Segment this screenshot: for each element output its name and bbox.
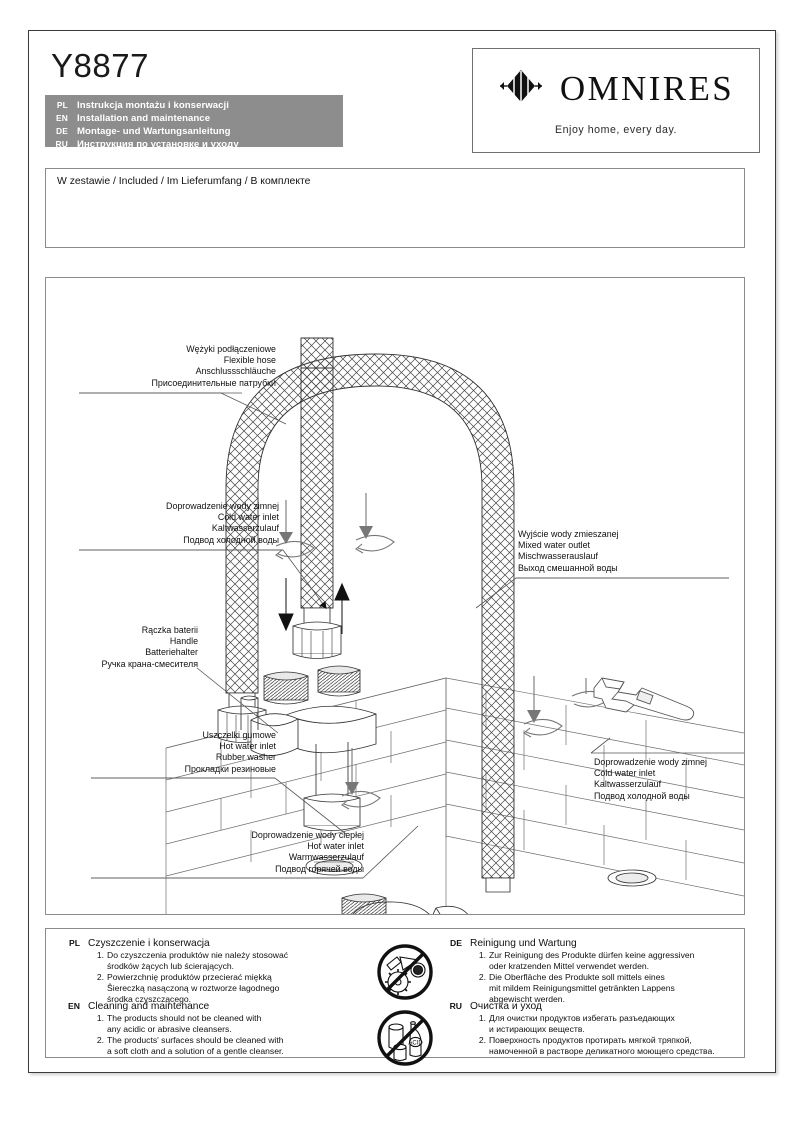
rotate-symbol-2 (355, 493, 395, 554)
care-item: 1. Zur Reinigung des Produkte dürfen kei… (478, 950, 695, 971)
rotate-symbol-1 (275, 500, 315, 560)
brand-logo-box: OMNIRES Enjoy home, every day. (472, 48, 760, 153)
care-head-pl: PL Czyszczenie i konserwacja (60, 938, 360, 949)
rotate-symbol-3 (341, 748, 381, 810)
label-cold-water-inlet-left: Doprowadzenie wody zimnej Cold water inl… (166, 501, 279, 545)
omnires-diamond-logo-icon (499, 69, 542, 103)
lang-text-pl: Instrukcja montażu i konserwacji (77, 100, 229, 111)
care-item: 2. The products' surfaces should be clea… (96, 1035, 284, 1057)
lang-row-en: EN Installation and maintenance (45, 113, 343, 126)
care-item: 1. Do czyszczenia produktów nie należy s… (96, 950, 289, 971)
leader-handle (196, 667, 279, 734)
no-acid-icon: ACID (377, 1010, 433, 1066)
care-title-de: Reinigung und Wartung (470, 938, 577, 949)
label-hot-water-inlet: Doprowadzenie wody ciepłej Hot water inl… (251, 830, 364, 874)
lang-code-de: DE (55, 125, 68, 136)
manual-page: Y8877 PL Instrukcja montażu i konserwacj… (28, 30, 776, 1073)
lang-text-ru: Инструкция по установке и уходу (77, 138, 239, 150)
included-title: W zestawie / Included / Im Lieferumfang … (57, 176, 311, 187)
lang-code-ru: RU (55, 138, 68, 149)
label-flexible-hose: Wężyki podłączeniowe Flexible hose Ansch… (151, 344, 276, 388)
care-section-pl: PL Czyszczenie i konserwacja 1. Do czysz… (60, 938, 360, 1005)
svg-text:ACID: ACID (408, 1041, 423, 1047)
leader-cold-right (590, 737, 611, 754)
label-cold-water-inlet-right: Doprowadzenie wody zimnej Cold water inl… (594, 757, 707, 801)
brand-logo-row: OMNIRES (498, 66, 734, 112)
care-code-ru: RU (449, 1001, 462, 1011)
label-handle: Rączka baterii Handle Batteriehalter Руч… (101, 625, 198, 669)
care-item: 1. The products should not be cleaned wi… (96, 1013, 262, 1034)
care-list-en: 1. The products should not be cleaned wi… (60, 1013, 360, 1057)
cleaning-maintenance-box: PL Czyszczenie i konserwacja 1. Do czysz… (45, 928, 748, 1066)
lang-row-pl: PL Instrukcja montażu i konserwacji (45, 100, 343, 113)
care-head-ru: RU Очистка и уход (442, 1001, 748, 1012)
care-head-en: EN Cleaning and maintenance (60, 1001, 360, 1012)
care-section-de: DE Reinigung und Wartung 1. Zur Reinigun… (442, 938, 748, 1005)
care-head-de: DE Reinigung und Wartung (442, 938, 748, 949)
lang-code-en: EN (55, 112, 68, 123)
brand-name: OMNIRES (559, 68, 735, 108)
no-abrasives-icon (377, 944, 433, 1000)
care-title-en: Cleaning and maintenance (88, 1001, 210, 1012)
care-item: 2. Поверхность продуктов протирать мягко… (478, 1035, 715, 1057)
leader-cold-left (79, 549, 327, 609)
lang-code-pl: PL (56, 100, 68, 110)
installation-diagram: Wężyki podłączeniowe Flexible hose Ansch… (45, 277, 745, 915)
prohibition-icons: ACID (376, 943, 438, 1067)
rotate-symbol-4 (523, 676, 563, 738)
care-code-pl: PL (69, 938, 80, 948)
label-rubber-washer: Uszczelki gumowe Hot water inlet Rubber … (184, 730, 276, 774)
faucet-assembly-drawing (79, 337, 744, 914)
care-code-de: DE (450, 938, 462, 948)
lang-row-ru: RU Инструкция по установке и уходу (45, 139, 343, 152)
adjustable-wrench-icon (593, 677, 695, 721)
lang-text-en: Installation and maintenance (77, 112, 211, 124)
language-title-bar: PL Instrukcja montażu i konserwacji EN I… (45, 95, 343, 150)
care-section-en: EN Cleaning and maintenance 1. The produ… (60, 1001, 360, 1057)
care-code-en: EN (68, 1001, 80, 1011)
included-items-box: W zestawie / Included / Im Lieferumfang … (45, 168, 745, 248)
care-section-ru: RU Очистка и уход 1. Для очистки продукт… (442, 1001, 748, 1057)
care-title-pl: Czyszczenie i konserwacja (88, 938, 210, 949)
care-item: 1. Для очистки продуктов избегать разъед… (478, 1013, 675, 1034)
brand-tagline: Enjoy home, every day. (554, 123, 677, 136)
care-list-ru: 1. Для очистки продуктов избегать разъед… (442, 1013, 748, 1057)
lang-text-de: Montage- und Wartungsanleitung (77, 125, 231, 137)
care-list-de: 1. Zur Reinigung des Produkte dürfen kei… (442, 950, 748, 1005)
lang-row-de: DE Montage- und Wartungsanleitung (45, 126, 343, 139)
label-mixed-water-outlet: Wyjście wody zmieszanej Mixed water outl… (518, 529, 619, 573)
page-title: Y8877 (51, 47, 149, 84)
care-item: 2. Die Oberfläche des Produkte soll mitt… (478, 972, 675, 1005)
care-list-pl: 1. Do czyszczenia produktów nie należy s… (60, 950, 360, 1005)
care-title-ru: Очистка и уход (470, 1001, 542, 1012)
care-item: 2. Powierzchnię produktów przecierać mię… (96, 972, 280, 1005)
